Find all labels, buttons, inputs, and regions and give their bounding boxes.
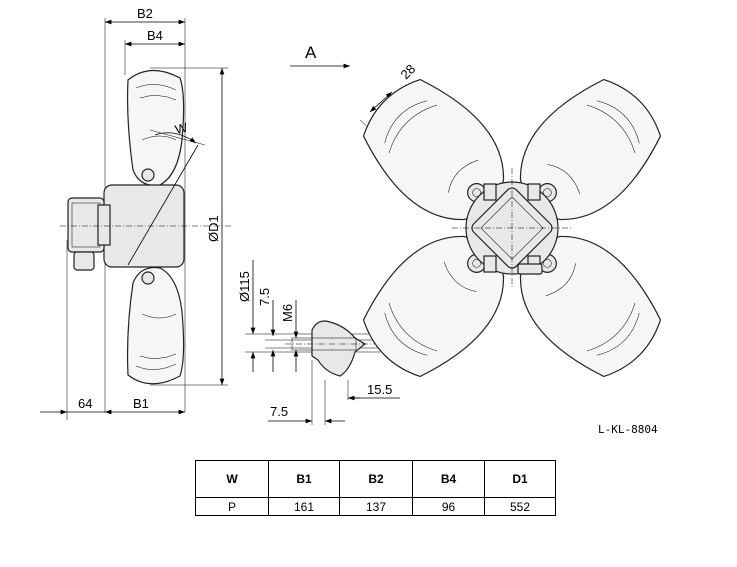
table-header-row: W B1 B2 B4 D1 [195, 460, 556, 498]
dim-label-b4: B4 [147, 28, 163, 43]
dim-label-15-5: 15.5 [367, 382, 392, 397]
table-header-cell: B4 [412, 460, 485, 498]
table-cell: 552 [484, 497, 556, 516]
table-cell: 96 [412, 497, 485, 516]
table-cell: 161 [268, 497, 340, 516]
spec-table: W B1 B2 B4 D1 P 161 137 96 552 [195, 460, 556, 516]
dim-label-b1: B1 [133, 396, 149, 411]
dim-label-d115: Ø115 [237, 271, 252, 302]
table-header-cell: B2 [339, 460, 413, 498]
dim-label-7-5-horizontal: 7.5 [270, 404, 288, 419]
dim-label-b2: B2 [137, 6, 153, 21]
dim-label-w: W [173, 119, 189, 137]
technical-drawing: B2 B4 W ØD1 64 B1 Ø115 7.5 M6 15.5 7.5 A [40, 6, 662, 436]
dim-label-7-5-vertical: 7.5 [257, 288, 272, 306]
dim-label-d1: ØD1 [206, 215, 221, 242]
table-cell: 137 [339, 497, 413, 516]
shaft-detail [245, 260, 400, 425]
table-header-cell: B1 [268, 460, 340, 498]
table-cell: P [195, 497, 269, 516]
front-view [359, 78, 662, 378]
dim-label-64: 64 [78, 396, 92, 411]
table-row: P 161 137 96 552 [195, 497, 556, 516]
table-header-cell: D1 [484, 460, 556, 498]
view-arrow-label: A [305, 43, 317, 62]
dim-label-m6: M6 [280, 304, 295, 322]
drawing-number: L-KL-8804 [598, 423, 658, 436]
side-view [40, 18, 232, 420]
table-header-cell: W [195, 460, 269, 498]
dim-label-28: 28 [398, 61, 419, 82]
